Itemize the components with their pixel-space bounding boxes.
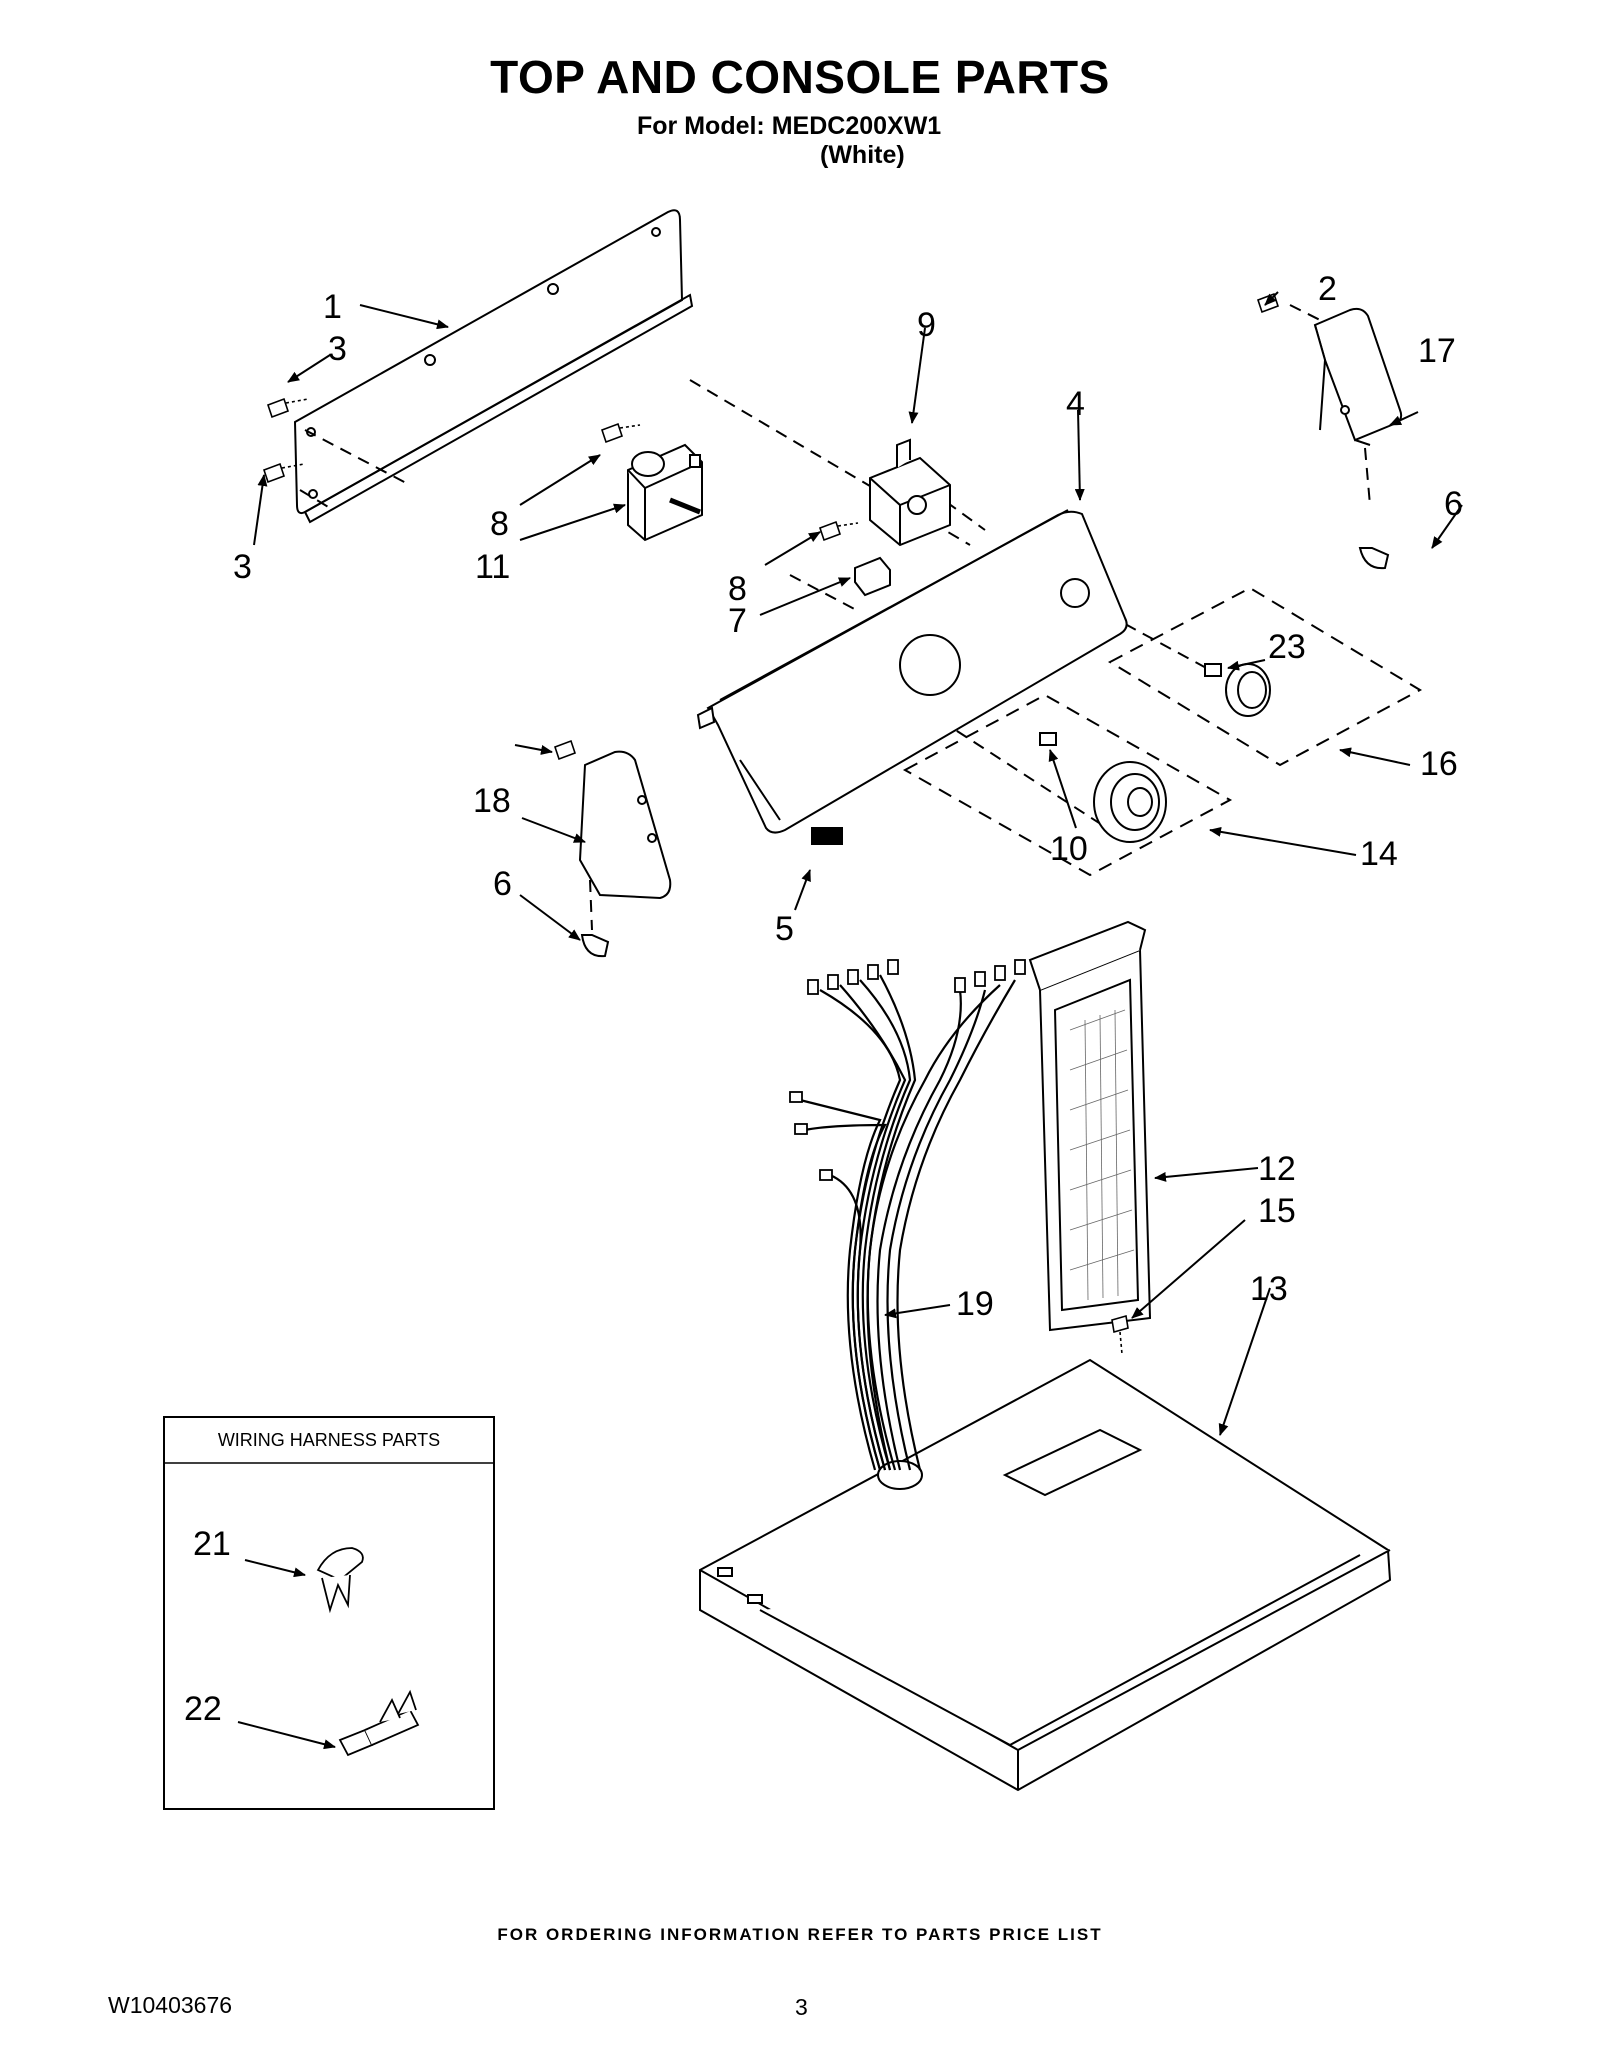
lint-screen-mesh [1069,1009,1135,1301]
wiring-harness-part [799,974,1016,1471]
callout-label: 3 [328,330,347,368]
lint-screen-part [1028,920,1152,1332]
callout-label: 15 [1258,1192,1296,1230]
callout-label: 14 [1360,835,1398,873]
page-title: TOP AND CONSOLE PARTS [490,51,1110,103]
end-cap-right-part [1313,307,1403,446]
callout-label: 16 [1420,745,1458,783]
callout-label: 6 [1444,485,1463,523]
callout-label: 10 [1050,830,1088,868]
knob-part [1039,663,1271,843]
model-line: For Model: MEDC200XW1 [637,112,942,140]
callout-labels: 1 2 3 3 4 5 6 6 7 8 8 9 10 11 12 13 14 1… [233,270,1463,1323]
clip-part-7 [854,556,891,597]
callout-label: 19 [956,1285,994,1323]
switch-part [869,438,951,547]
callout-label: 13 [1250,1270,1288,1308]
callout-label: 12 [1258,1150,1296,1188]
callout-label: 7 [728,602,747,640]
screw-part-8 [600,422,859,542]
callout-label: 8 [490,505,509,543]
callout-label: 17 [1418,332,1456,370]
callout-label: 22 [184,1690,222,1728]
wire-clip-part [316,1547,364,1614]
end-cap-left-part [578,750,672,900]
knob-group-box [902,586,1423,877]
rear-panel-part [293,209,694,524]
callout-label: 2 [1318,270,1337,308]
callout-label: 1 [323,288,342,326]
document-number: W10403676 [108,1992,233,2018]
callout-label: 21 [193,1525,231,1563]
callout-label: 5 [775,910,794,948]
wiring-harness-inset: WIRING HARNESS PARTS 21 22 [163,1416,495,1810]
callout-label: 18 [473,782,511,820]
callout-leaders [237,291,1463,1750]
callout-label: 9 [917,306,936,344]
page-number: 3 [795,1994,808,2020]
callout-label: 3 [233,548,252,586]
top-panel-part [699,1358,1392,1792]
callout-label: 11 [475,548,510,586]
callout-label: 8 [728,570,747,608]
color-line: (White) [820,141,905,169]
callout-label: 23 [1268,628,1306,666]
screw-part-15 [1111,1314,1129,1355]
console-part [696,509,1128,845]
harness-connectors [789,959,1026,1181]
callout-label: 6 [493,865,512,903]
clip-part-6 [580,547,1390,958]
ordering-note: FOR ORDERING INFORMATION REFER TO PARTS … [497,1925,1103,1944]
callout-label: 4 [1066,385,1085,423]
terminal-part [338,1689,420,1757]
timer-part [627,443,703,542]
inset-title: WIRING HARNESS PARTS [218,1430,440,1450]
